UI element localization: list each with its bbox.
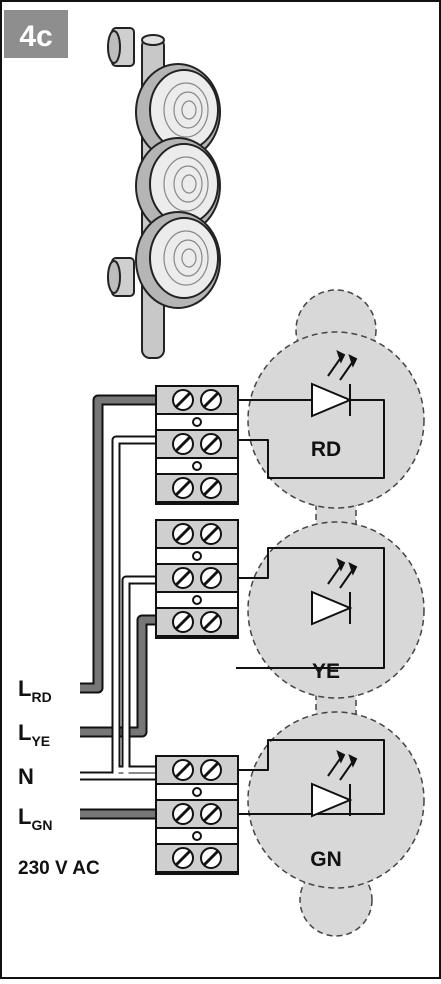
- supply-voltage-label: 230 V AC: [18, 858, 100, 879]
- led-diode-icon: [311, 350, 358, 818]
- signal-tower-icon: [107, 27, 221, 359]
- terminal-block-top: [155, 385, 239, 505]
- wiring: [80, 394, 385, 820]
- light-rays-icon: [327, 558, 358, 589]
- badge-label: 4c: [19, 20, 52, 53]
- terminal-label-n: N: [18, 764, 34, 789]
- terminal-label-l-ye: LYE: [18, 720, 50, 749]
- terminal-label-l-gn: LGN: [18, 804, 52, 833]
- lamp-lens-top: [135, 63, 221, 161]
- lamp-lens-bottom: [135, 211, 221, 309]
- led-gn: [311, 750, 358, 818]
- terminal-block-middle: [155, 519, 239, 639]
- led-ye: [311, 558, 358, 626]
- terminal-block-icon: [155, 385, 239, 875]
- light-rays-icon: [327, 750, 358, 781]
- lamp-lens-middle: [135, 137, 221, 235]
- led-rd: [311, 350, 358, 418]
- terminal-block-bottom: [155, 755, 239, 875]
- terminal-label-l-rd: LRD: [18, 676, 52, 705]
- lamp-label-ye: YE: [312, 660, 340, 683]
- lamp-label-rd: RD: [311, 438, 341, 461]
- figure-badge: 4c: [4, 10, 68, 58]
- lamp-label-gn: GN: [310, 848, 342, 871]
- light-rays-icon: [327, 350, 358, 381]
- lamp-housing-rd: [247, 331, 425, 509]
